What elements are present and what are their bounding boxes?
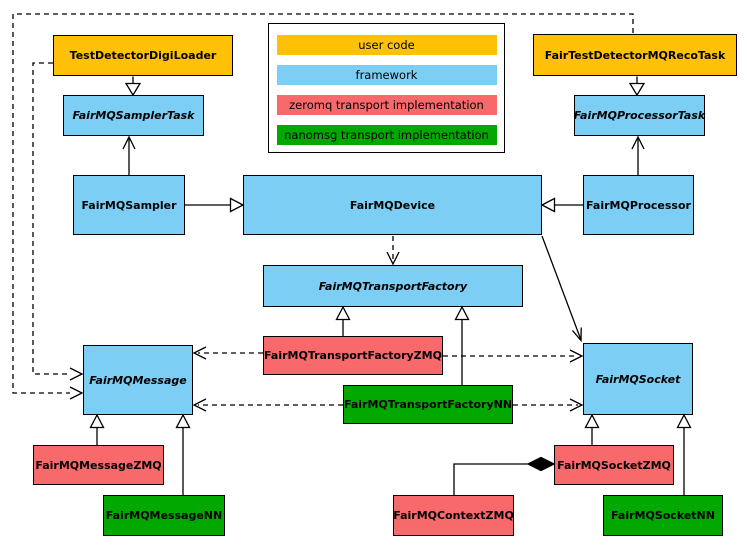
node-fairmqmessage: FairMQMessage [83, 345, 193, 415]
edge-dep-fairmqtransportfactoryzmq-fairmqsocket [443, 349, 584, 363]
edge-dep-fairmqtransportfactoryzmq-fairmqmessage [192, 346, 263, 360]
edge-assoc-fairmqprocessor-fairmqprocessortask [631, 135, 645, 175]
edge-dep-fairmqtransportfactorynn-fairmqmessage [192, 398, 343, 412]
edge-inherit-testdetectordigiloader-fairmqsamplertask [124, 76, 142, 97]
edge-inherit-fairtestdetectormqrecotask-fairmqprocessortask [628, 76, 646, 97]
edge-inherit-fairmqmessagezmq-fairmqmessage [89, 413, 105, 445]
edge-inherit-fairmqmessagenn-fairmqmessage [175, 413, 191, 495]
node-fairmqdevice: FairMQDevice [243, 175, 542, 235]
node-fairmqtransportfactoryzmq: FairMQTransportFactoryZMQ [263, 336, 443, 375]
edge-comp-fairmqcontextzmq-fairmqsocketzmq [453, 456, 556, 495]
legend-item-zeromq: zeromq transport implementation [276, 95, 497, 115]
node-fairmqsampler: FairMQSampler [73, 175, 185, 235]
node-fairmqsocket: FairMQSocket [583, 343, 693, 415]
edge-assoc-fairmqsampler-fairmqsamplertask [122, 135, 136, 175]
edge-inherit-fairmqsocketnn-fairmqsocket [676, 413, 692, 495]
node-fairmqprocessortask: FairMQProcessorTask [574, 95, 705, 136]
node-testdetectordigiloader: TestDetectorDigiLoader [53, 35, 233, 76]
node-fairmqmessagezmq: FairMQMessageZMQ [33, 445, 164, 485]
edge-inherit-fairmqsampler-fairmqdevice [185, 197, 245, 213]
edge-dep-fairmqdevice-fairmqtransportfactory [386, 236, 400, 266]
legend-item-user-code: user code [276, 35, 497, 55]
edge-inherit-fairmqsocketzmq-fairmqsocket [584, 413, 600, 445]
edge-inherit-fairmqprocessor-fairmqdevice [540, 197, 583, 213]
legend-item-nanomsg: nanomsg transport implementation [276, 125, 497, 145]
node-fairmqsamplertask: FairMQSamplerTask [63, 95, 204, 136]
legend: user code framework zeromq transport imp… [268, 23, 505, 153]
node-fairmqmessagenn: FairMQMessageNN [103, 495, 225, 536]
node-fairmqtransportfactorynn: FairMQTransportFactoryNN [343, 385, 513, 424]
node-fairmqprocessor: FairMQProcessor [583, 175, 694, 235]
node-fairmqsocketnn: FairMQSocketNN [603, 495, 723, 536]
node-fairmqsocketzmq: FairMQSocketZMQ [554, 445, 674, 485]
node-fairmqcontextzmq: FairMQContextZMQ [393, 495, 514, 536]
node-fairtestdetectormqrecotask: FairTestDetectorMQRecoTask [533, 34, 737, 76]
edge-inherit-fairmqtransportfactorynn-fairmqtransportfactory [454, 305, 470, 385]
node-fairmqtransportfactory: FairMQTransportFactory [263, 265, 523, 307]
edge-inherit-fairmqtransportfactoryzmq-fairmqtransportfactory [335, 305, 351, 336]
edge-assoc-fairmqdevice-fairmqsocket [541, 235, 582, 343]
legend-item-framework: framework [276, 65, 497, 85]
edge-dep-fairmqtransportfactorynn-fairmqsocket [513, 398, 584, 412]
